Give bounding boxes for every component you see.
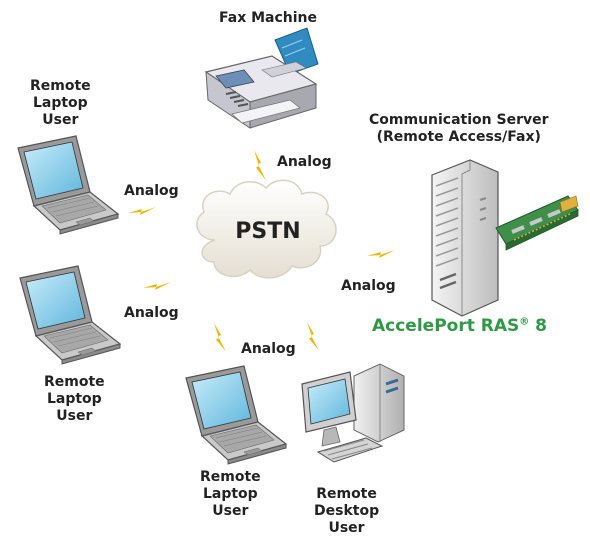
bolt-left-mid [143, 282, 171, 290]
laptop-remote-3 [185, 365, 287, 465]
product-number: 8 [529, 316, 548, 336]
server-label: Communication Server (Remote Access/Fax) [369, 112, 549, 146]
analog-label-laptop-2: Analog [124, 305, 179, 321]
bolt-bottom-left [214, 323, 226, 352]
user-label-laptop-2-remote: Remote [44, 374, 105, 390]
user-label-laptop-2-user: User [56, 408, 93, 424]
desktop-computer [301, 363, 405, 463]
bolt-top [254, 150, 266, 181]
analog-label-bottom: Analog [241, 341, 296, 357]
bolt-left-top [128, 207, 156, 215]
analog-label-laptop-1: Analog [124, 183, 179, 199]
product-registered-mark: ® [519, 316, 530, 328]
fax-machine [204, 27, 319, 129]
analog-label-fax: Analog [277, 154, 332, 170]
user-label-desktop: Remote Desktop User [314, 486, 379, 537]
user-label-laptop-1-remote: Remote [30, 78, 91, 94]
product-label: AccelePort RAS® 8 [372, 316, 547, 336]
laptop-remote-2 [19, 265, 121, 365]
server-label-line2: (Remote Access/Fax) [376, 129, 541, 145]
user-label-laptop-1-device: Laptop [32, 95, 88, 111]
product-name: AccelePort RAS [372, 316, 520, 336]
bolt-bottom-right [307, 322, 319, 351]
pstn-cloud: PSTN [196, 179, 337, 279]
user-label-laptop-2: Remote Laptop User [44, 374, 105, 425]
user-label-laptop-3-remote: Remote [200, 469, 261, 485]
laptop-remote-1 [17, 135, 119, 235]
user-label-desktop-device: Desktop [314, 503, 380, 519]
user-label-laptop-3: Remote Laptop User [200, 469, 261, 520]
communication-server [431, 159, 579, 317]
user-label-laptop-3-user: User [212, 503, 249, 519]
pstn-label: PSTN [235, 219, 300, 244]
bolt-right [367, 250, 395, 258]
fax-machine-label: Fax Machine [219, 10, 317, 26]
user-label-laptop-1-user: User [42, 112, 79, 128]
user-label-laptop-1: Remote Laptop User [30, 78, 91, 129]
user-label-desktop-remote: Remote [316, 486, 377, 502]
user-label-desktop-user: User [328, 520, 365, 536]
user-label-laptop-2-device: Laptop [46, 391, 102, 407]
server-label-line1: Communication Server [369, 112, 549, 128]
user-label-laptop-3-device: Laptop [202, 486, 258, 502]
analog-label-server: Analog [341, 278, 396, 294]
